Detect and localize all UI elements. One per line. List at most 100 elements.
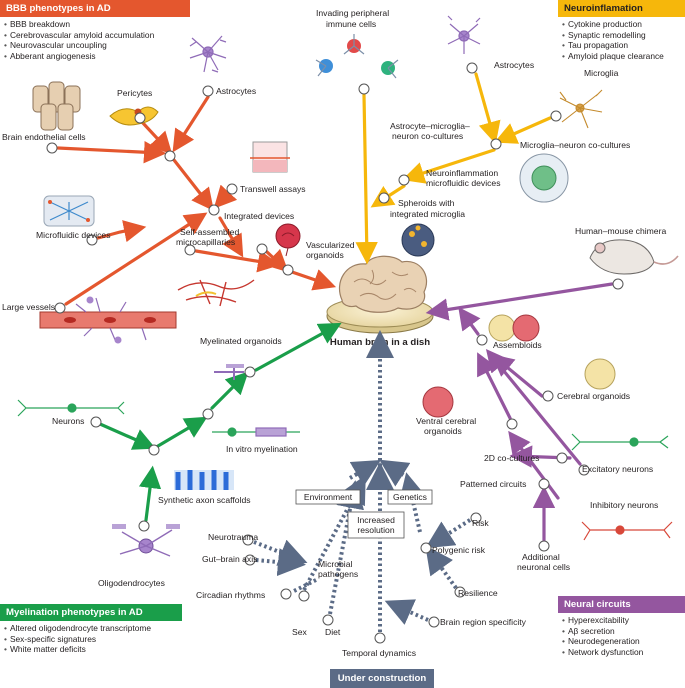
myelination-item: Sex-specific signatures [4, 634, 182, 645]
bbb-item: BBB breakdown [4, 19, 190, 30]
label-additional-1: Additional [522, 552, 560, 562]
label-gut-brain: Gut–brain axis [202, 554, 257, 564]
circuits-item: Neurodegeneration [562, 636, 685, 647]
microfluidic-icon [43, 195, 95, 227]
bbb-box-list: BBB breakdown Cerebrovascular amyloid ac… [0, 19, 190, 61]
neuroinflammation-item: Amyloid plaque clearance [562, 51, 685, 62]
label-microfluidic: Microfluidic devices [36, 230, 111, 240]
label-polygenic: Polygenic risk [432, 545, 486, 555]
myelination-box-list: Altered oligodendrocyte transcriptome Se… [0, 623, 182, 655]
label-pericytes: Pericytes [117, 88, 152, 98]
labels: Brain endothelial cells Pericytes Astroc… [2, 8, 666, 658]
label-spheroids-2: integrated microglia [390, 209, 465, 219]
myelinated-organoid-icon [214, 364, 244, 380]
neuroinflammation-item: Tau propagation [562, 40, 685, 51]
circuits-item: Hyperexcitability [562, 615, 685, 626]
myelination-connectors [98, 322, 342, 522]
label-increased-1: Increased [357, 515, 395, 525]
vascularized-organoid-icon [275, 223, 301, 257]
bbb-item: Abberant angiogenesis [4, 51, 190, 62]
under-construction-title: Under construction [337, 673, 427, 684]
label-self-assembled-1: Self-assembled [180, 227, 239, 237]
label-chimera: Human–mouse chimera [575, 226, 666, 236]
astrocyte-ni-icon [447, 15, 481, 54]
construction-connectors [253, 330, 472, 632]
bbb-item: Neurovascular uncoupling [4, 40, 190, 51]
transwell-icon [250, 141, 290, 173]
bbb-box-title: BBB phenotypes in AD [0, 0, 190, 17]
under-construction-box: Under construction [330, 669, 434, 688]
label-amn-1: Astrocyte–microglia– [390, 121, 470, 131]
label-resilience: Resilience [458, 588, 498, 598]
neuroinflammation-item: Cytokine production [562, 19, 685, 30]
circuits-item: Aβ secretion [562, 626, 685, 637]
neuroinflammation-box-title: Neuroinflamation [558, 0, 685, 17]
microglia-icon [559, 89, 603, 129]
label-amn-2: neuron co-cultures [392, 131, 463, 141]
neural-circuits-box: Neural circuits Hyperexcitability Aβ sec… [558, 596, 685, 657]
neurons-icon [17, 399, 125, 417]
label-cerebral-organoids: Cerebral organoids [557, 391, 630, 401]
neural-circuits-box-title: Neural circuits [558, 596, 685, 613]
label-inhibitory: Inhibitory neurons [590, 500, 658, 510]
label-assembloids: Assembloids [493, 340, 542, 350]
boxed-labels: Environment Genetics Increased resolutio… [295, 489, 433, 539]
label-circadian: Circadian rhythms [196, 590, 265, 600]
neural-circuits-box-list: Hyperexcitability Aβ secretion Neurodege… [558, 615, 685, 657]
label-microglia: Microglia [584, 68, 619, 78]
bbb-phenotypes-box: BBB phenotypes in AD BBB breakdown Cereb… [0, 0, 190, 61]
label-sex: Sex [292, 627, 308, 637]
mouse-icon [589, 239, 679, 275]
label-risk: Risk [472, 518, 489, 528]
label-additional-2: neuronal cells [517, 562, 570, 572]
pericyte-icon [109, 106, 159, 126]
large-vessel-icon [39, 296, 177, 344]
immune-cells-icon [315, 34, 399, 79]
neuroinflammation-box-list: Cytokine production Synaptic remodelling… [558, 19, 685, 61]
label-astrocytes-bbb: Astrocytes [216, 86, 256, 96]
label-environment: Environment [304, 492, 353, 502]
label-increased-2: resolution [357, 525, 394, 535]
label-invading-2: immune cells [326, 19, 376, 29]
assembloid-icon [488, 314, 540, 342]
neuroinflammation-connectors [355, 72, 552, 265]
label-patterned: Patterned circuits [460, 479, 526, 489]
inhibitory-neuron-icon [581, 521, 673, 541]
label-ventral-2: organoids [424, 426, 462, 436]
label-vascularized-2: organoids [306, 250, 344, 260]
label-self-assembled-2: microcapillaries [176, 237, 235, 247]
myelination-box-title: Myelination phenotypes in AD [0, 604, 182, 621]
neuroinflammation-item: Synaptic remodelling [562, 30, 685, 41]
brain-dish-illustration [326, 255, 434, 334]
in-vitro-myelination-icon [212, 427, 300, 437]
label-brain-endothelial: Brain endothelial cells [2, 132, 86, 142]
label-excitatory: Excitatory neurons [582, 464, 653, 474]
label-mn: Microglia–neuron co-cultures [520, 140, 630, 150]
label-genetics: Genetics [393, 492, 427, 502]
astrocyte-bbb-icon [189, 35, 227, 73]
label-oligodendrocytes: Oligodendrocytes [98, 578, 165, 588]
ventral-organoid-icon [422, 386, 454, 418]
bbb-connectors [56, 95, 337, 306]
label-large-vessels: Large vessels [2, 302, 55, 312]
axon-scaffold-icon [174, 470, 234, 490]
label-neurons: Neurons [52, 416, 84, 426]
label-ventral-1: Ventral cerebral [416, 416, 476, 426]
label-neurotrauma: Neurotrauma [208, 532, 258, 542]
cerebral-organoid-icon [584, 358, 616, 390]
label-myelinated: Myelinated organoids [200, 336, 282, 346]
label-transwell: Transwell assays [240, 184, 306, 194]
label-microbial-1: Microbial [318, 559, 352, 569]
ni-microfluidic-icon [519, 153, 569, 203]
excitatory-neuron-icon [571, 433, 669, 451]
label-diet: Diet [325, 627, 341, 637]
label-spheroids-1: Spheroids with [398, 198, 455, 208]
myelination-box: Myelination phenotypes in AD Altered oli… [0, 604, 182, 655]
spheroid-icon [401, 223, 435, 257]
neuroinflammation-box: Neuroinflamation Cytokine production Syn… [558, 0, 685, 61]
label-nmf-1: Neuroinflammation [426, 168, 498, 178]
bbb-item: Cerebrovascular amyloid accumulation [4, 30, 190, 41]
label-in-vitro-myelination: In vitro myelination [226, 444, 298, 454]
label-synthetic-axon: Synthetic axon scaffolds [158, 495, 251, 505]
